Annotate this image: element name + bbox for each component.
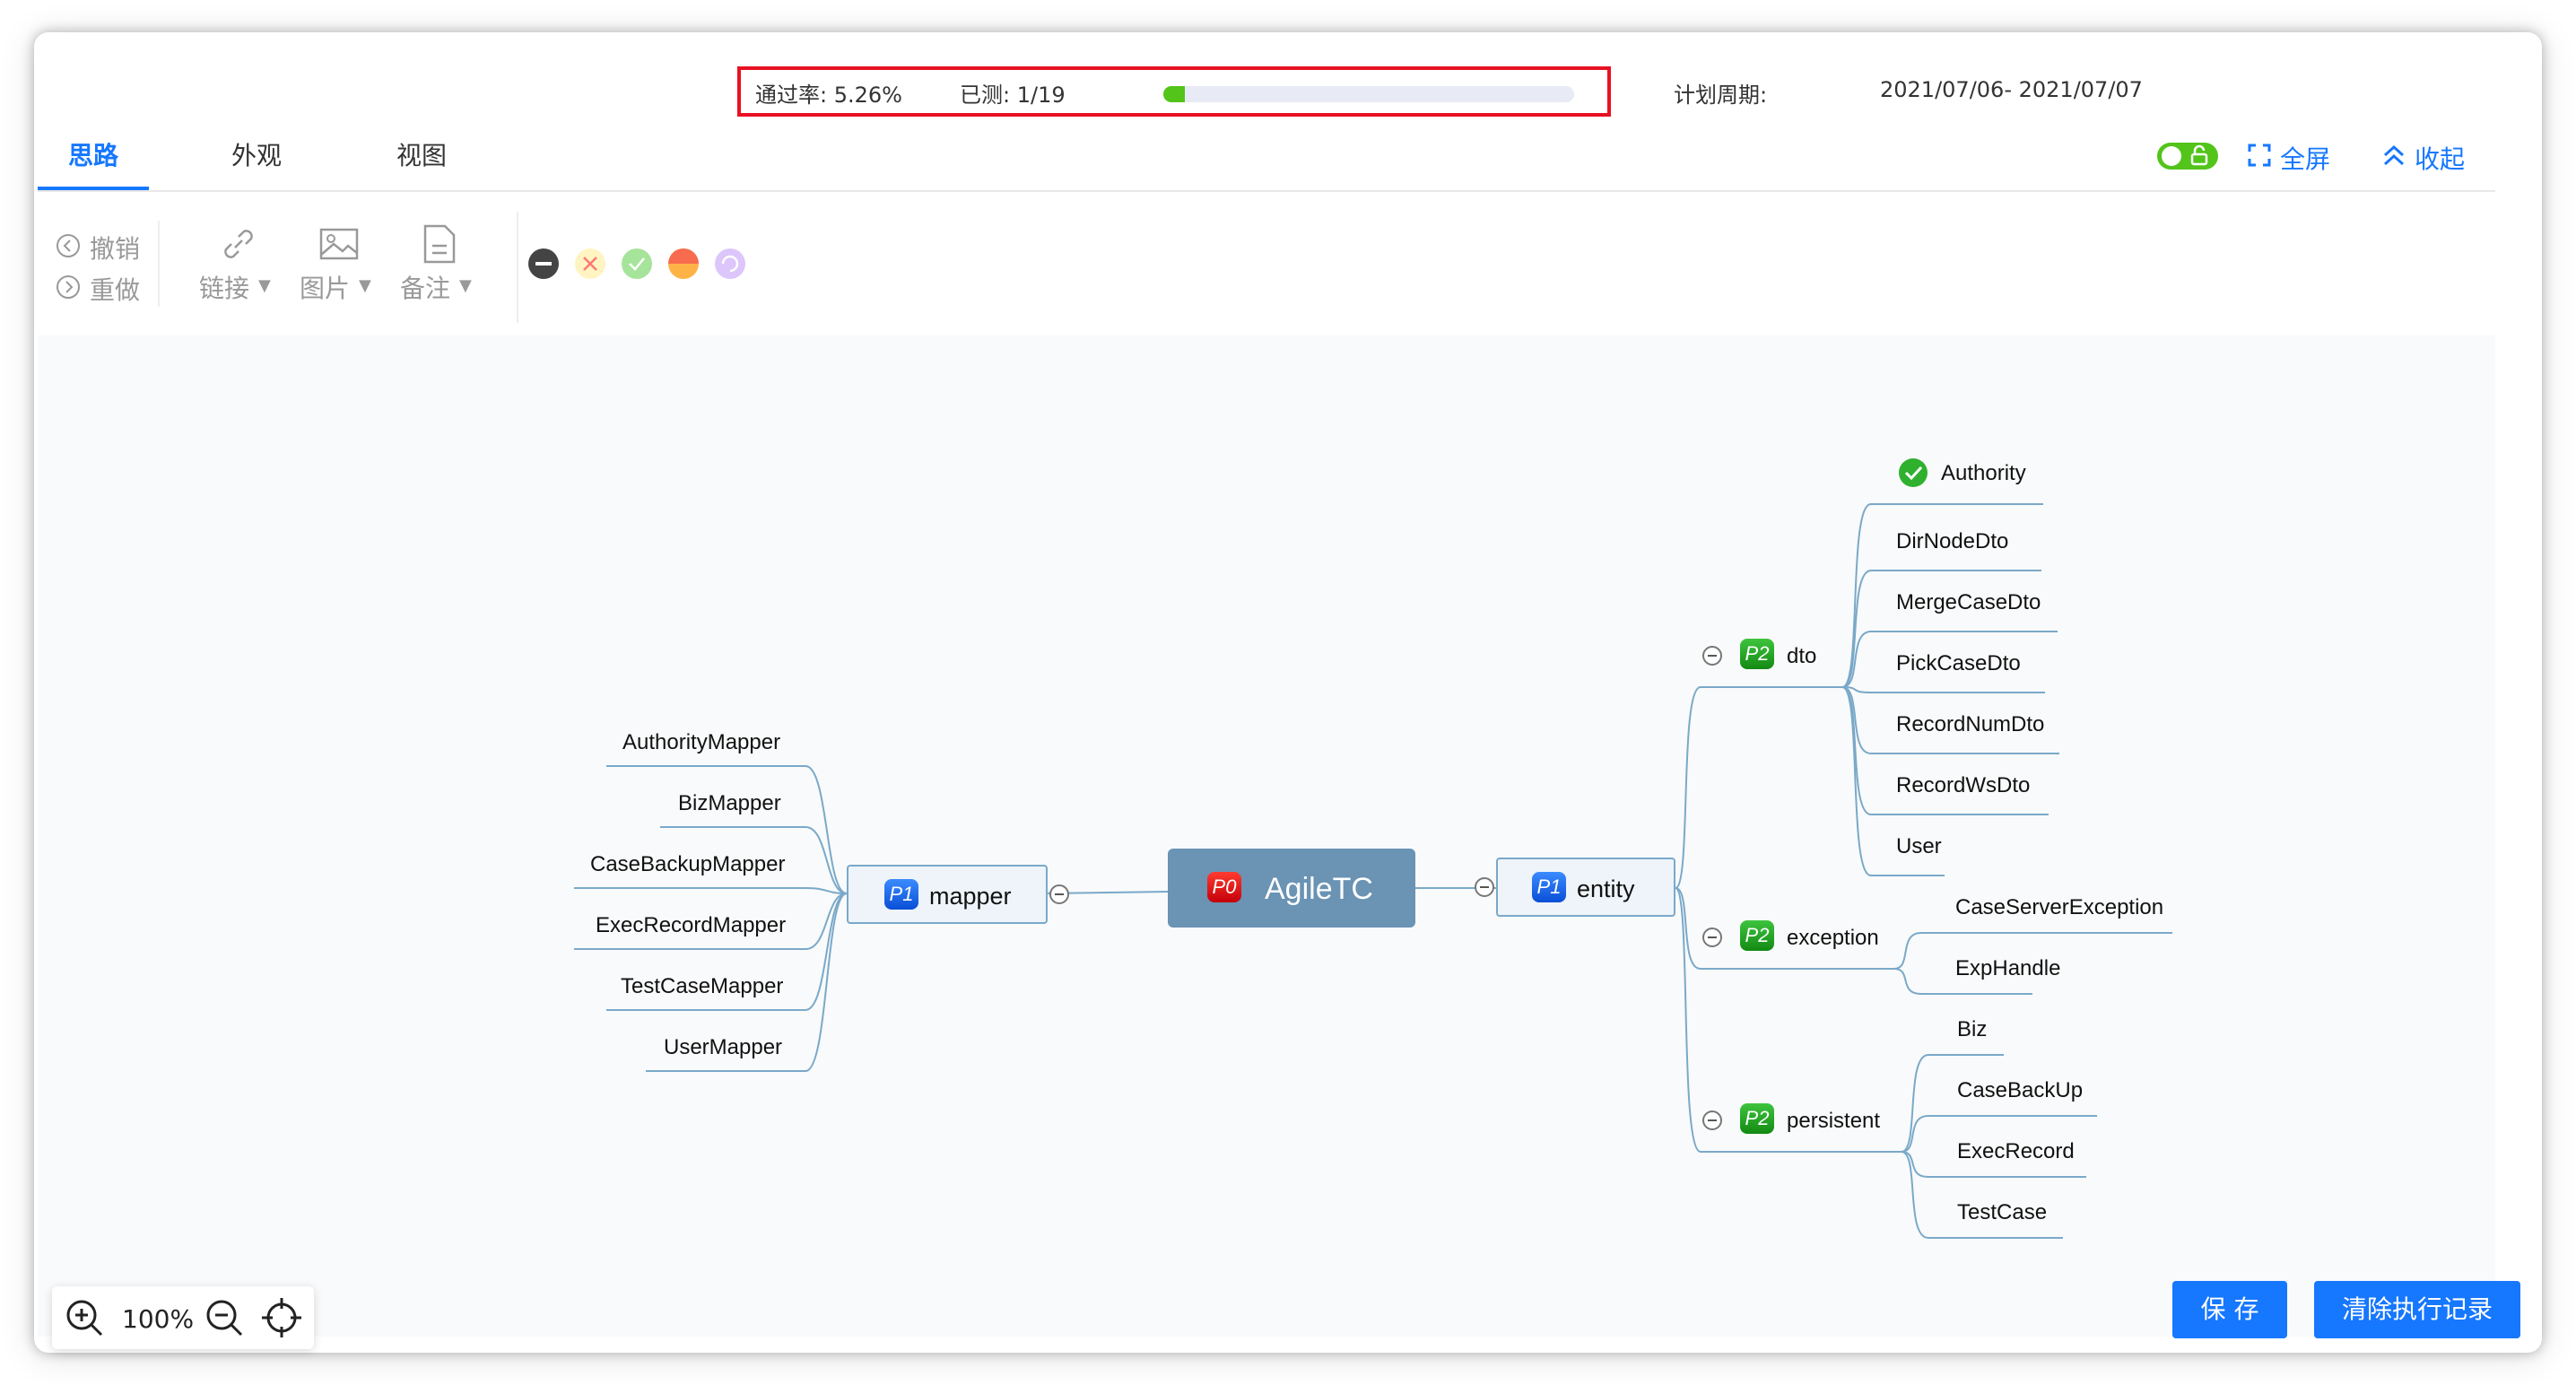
leaf-node[interactable]: UserMapper [664, 1035, 783, 1059]
status-buttons [524, 248, 757, 280]
tab-view[interactable]: 视图 [396, 141, 448, 170]
zoom-level: 100% [122, 1304, 195, 1334]
leaf-node[interactable]: ExpHandle [1955, 956, 2061, 980]
leaf-node[interactable]: RecordWsDto [1896, 773, 2031, 797]
persistent-label: persistent [1787, 1109, 1881, 1133]
leaf-node[interactable]: User [1896, 834, 1942, 858]
collapse-entity-icon[interactable] [1475, 877, 1494, 897]
locate-center-icon[interactable] [260, 1296, 303, 1339]
entity-node[interactable]: P1 entity [1496, 858, 1675, 917]
mapper-label: mapper [929, 883, 1012, 910]
status-fail-icon[interactable] [575, 248, 605, 279]
leaf-node[interactable]: ExecRecord [1957, 1139, 2075, 1163]
priority-badge: P1 [884, 879, 918, 910]
leaf-node[interactable]: CaseServerException [1955, 895, 2164, 919]
note-label: 备注 [400, 274, 451, 303]
mapper-node[interactable]: P1 mapper [847, 865, 1048, 924]
plan-label: 计划周期: [1674, 83, 1768, 108]
pass-rate: 通过率: 5.26% [755, 83, 902, 108]
note-button[interactable]: 备注 ▼ [400, 224, 481, 305]
tab-appearance[interactable]: 外观 [231, 141, 283, 170]
leaf-node[interactable]: PickCaseDto [1896, 651, 2021, 675]
leaf-node[interactable]: AuthorityMapper [622, 730, 781, 754]
undo-icon [57, 234, 80, 257]
status-block-icon[interactable] [668, 248, 699, 279]
zoom-bar: 100% [52, 1286, 314, 1349]
root-label: AgileTC [1265, 872, 1373, 906]
progress-bar [1163, 86, 1574, 102]
toolbar-divider-2 [517, 212, 518, 323]
root-node[interactable]: P0 AgileTC [1168, 849, 1415, 928]
status-pass-icon[interactable] [622, 248, 652, 279]
note-icon [423, 224, 456, 264]
leaf-node[interactable]: CaseBackupMapper [590, 852, 786, 876]
highlight-box [737, 66, 1611, 117]
image-icon [319, 228, 359, 260]
link-dropdown-icon: ▼ [258, 276, 271, 295]
note-dropdown-icon: ▼ [459, 276, 472, 295]
leaf-node[interactable]: TestCase [1957, 1200, 2048, 1224]
leaf-node[interactable]: MergeCaseDto [1896, 590, 2041, 614]
priority-badge: P2 [1740, 920, 1774, 951]
dto-label: dto [1787, 644, 1817, 668]
tab-thinking[interactable]: 思路 [68, 141, 119, 170]
image-label: 图片 [300, 274, 351, 303]
leaf-node[interactable]: Authority [1941, 461, 2026, 485]
zoom-out-icon[interactable] [205, 1298, 244, 1337]
status-clear-icon[interactable] [528, 248, 559, 279]
image-button[interactable]: 图片 ▼ [300, 224, 380, 305]
progress-fill [1163, 86, 1186, 102]
entity-label: entity [1577, 875, 1635, 902]
link-label: 链接 [199, 274, 250, 303]
tested-count: 已测: 1/19 [960, 83, 1066, 108]
pass-check-icon [1898, 457, 1928, 488]
link-icon [224, 230, 253, 258]
leaf-node[interactable]: TestCaseMapper [621, 974, 784, 998]
clear-records-button[interactable]: 清除执行记录 [2314, 1281, 2520, 1338]
priority-badge: P2 [1740, 1103, 1774, 1134]
link-button[interactable]: 链接 ▼ [199, 224, 280, 305]
toggle-lock-icon [2157, 143, 2218, 170]
collapse-label: 收起 [2415, 144, 2466, 174]
fullscreen-icon [2248, 144, 2271, 167]
status-skip-icon[interactable] [715, 248, 745, 279]
leaf-node[interactable]: CaseBackUp [1957, 1078, 2084, 1102]
toolbar-divider [158, 221, 160, 307]
leaf-node[interactable]: ExecRecordMapper [596, 913, 787, 937]
save-button[interactable]: 保 存 [2172, 1281, 2287, 1338]
collapse-exception-icon[interactable] [1702, 928, 1722, 947]
priority-badge: P1 [1532, 872, 1566, 902]
collapse-dto-icon[interactable] [1702, 646, 1722, 666]
fullscreen-label: 全屏 [2280, 144, 2331, 174]
leaf-node[interactable]: Biz [1957, 1017, 1988, 1041]
leaf-node[interactable]: RecordNumDto [1896, 712, 2045, 736]
lock-toggle[interactable] [2156, 142, 2219, 170]
image-dropdown-icon: ▼ [359, 276, 371, 295]
active-tab-indicator [38, 187, 149, 190]
undo-label: 撤销 [90, 234, 141, 264]
priority-badge: P0 [1207, 872, 1241, 902]
collapse-mapper-icon[interactable] [1049, 884, 1069, 904]
plan-dates: 2021/07/06- 2021/07/07 [1880, 77, 2143, 102]
mindmap-canvas[interactable] [38, 335, 2495, 1337]
zoom-in-icon[interactable] [65, 1298, 104, 1337]
leaf-node[interactable]: BizMapper [678, 791, 781, 815]
redo-icon [57, 275, 80, 299]
tabs-divider [38, 190, 2495, 192]
double-chevron-up-icon [2383, 144, 2405, 166]
redo-label: 重做 [90, 275, 141, 305]
collapse-persistent-icon[interactable] [1702, 1111, 1722, 1130]
priority-badge: P2 [1740, 639, 1774, 669]
exception-label: exception [1787, 926, 1879, 950]
leaf-node[interactable]: DirNodeDto [1896, 529, 2009, 553]
